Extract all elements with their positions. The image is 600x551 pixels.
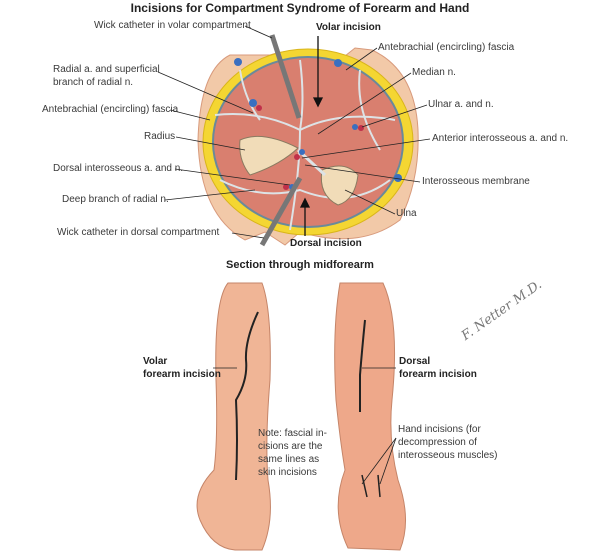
note-line: Note: fascial in- [258,428,327,439]
label-ulna: Ulna [396,208,417,219]
label-dorsal-2: forearm incision [399,369,477,380]
cross-section-caption: Section through midforearm [226,259,374,271]
label-fascia-left: Antebrachial (encircling) fascia [42,104,179,115]
label-dorsal-incision: Dorsal incision [290,238,362,249]
label-volar-2: forearm incision [143,369,221,380]
forearm-cross-section [157,25,431,247]
label-radial-a-2: branch of radial n. [53,77,134,88]
note-line: same lines as [258,454,320,465]
label-wick-volar: Wick catheter in volar compartment [94,20,251,31]
label-deep-branch: Deep branch of radial n. [62,194,169,205]
note-line: cisions are the [258,441,323,452]
figure-title: Incisions for Compartment Syndrome of Fo… [130,1,470,15]
radius-bone [239,135,299,176]
label-dorsal-1: Dorsal [399,356,431,367]
label-dorsal-interosseous: Dorsal interosseous a. and n. [53,163,184,174]
label-interosseous-membrane: Interosseous membrane [422,176,530,187]
label-fascia-right: Antebrachial (encircling) fascia [378,42,515,53]
note-line: skin incisions [258,467,317,478]
label-volar-incision: Volar incision [316,22,381,33]
label-anterior-interosseous: Anterior interosseous a. and n. [432,133,569,144]
dorsal-forearm-drawing [334,282,407,551]
label-radial-a-1: Radial a. and superficial [53,64,160,75]
hand-incision-line: decompression of [398,437,477,448]
hand-incision-line: Hand incisions (for [398,424,481,435]
hand-incision-line: interosseous muscles) [398,450,498,461]
label-wick-dorsal: Wick catheter in dorsal compartment [57,227,220,238]
volar-incision-line [234,311,259,481]
label-ulnar-a: Ulnar a. and n. [428,99,494,110]
ulna-bone [320,165,359,206]
volar-forearm-drawing [196,282,271,551]
label-volar-1: Volar [143,356,168,367]
label-median-n: Median n. [412,67,456,78]
dorsal-incision-line [359,319,366,412]
label-radius: Radius [144,131,176,142]
